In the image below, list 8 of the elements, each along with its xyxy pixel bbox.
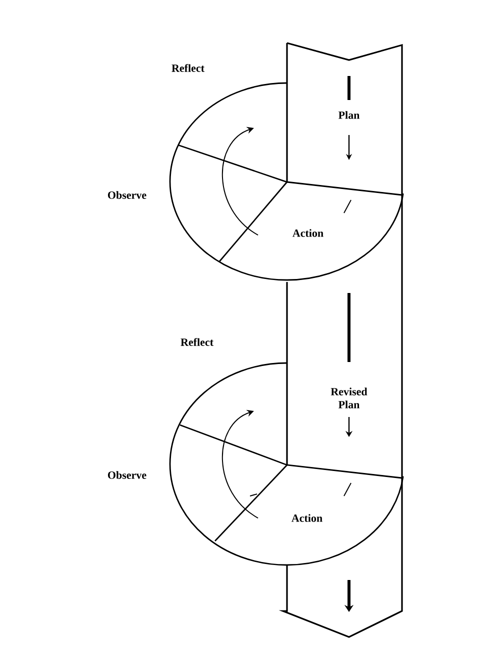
stage-label: Reflect: [180, 338, 214, 346]
stage-label: Plan: [338, 111, 360, 119]
stage-label: Observe: [108, 471, 146, 479]
stage-label: Reflect: [172, 64, 204, 72]
stage-label: Revised Plan: [330, 388, 368, 408]
stage-label: Action: [292, 514, 322, 522]
stage-label: Action: [292, 229, 324, 237]
stage-label: Observe: [108, 191, 146, 199]
